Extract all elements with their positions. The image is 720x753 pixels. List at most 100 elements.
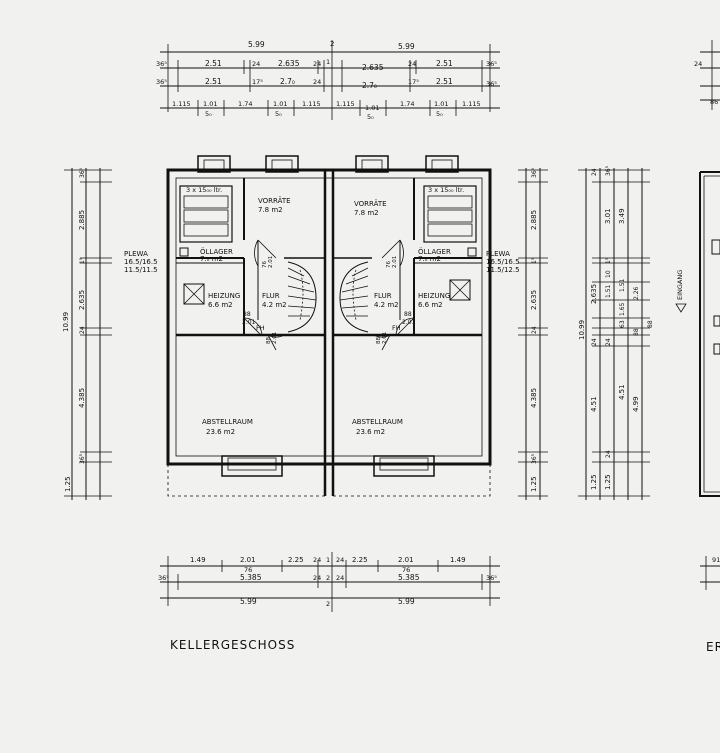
dim-top-row4-r4: 1.01 [434,100,448,108]
dim-top-row1-right: 5.99 [398,42,415,51]
dim-top-row3-l1: 2.51 [205,77,222,86]
dim-bot-row1-l1: 2.01 [240,556,256,564]
left-vorraete-name: VORRÄTE [258,196,291,205]
left-door-b-height: 2.01 [242,319,256,326]
dim-left-seg-5: 4.385 [78,388,86,408]
dim-top-row4-r0: 1.115 [336,100,355,108]
dim-far-c2-2: 1⁵ [605,257,612,264]
dim-far-c3-4: 4.99 [632,396,640,412]
dim-left-seg-0: 36⁵ [79,167,86,178]
dim-far-c2-5: 1.65 [619,302,626,316]
left-oellager-area: 7.₀ m2 [200,255,223,263]
right-tank-label: 3 x 15₀₀ ltr. [428,186,464,194]
dim-bot-row3-0: 5.99 [240,597,257,606]
dim-top-row4-r5: 5₀ [436,110,443,118]
dim-top-row3-l3: 2.7₀ [280,77,295,86]
dim-far-c1-6: 1.25 [590,474,598,490]
dim-left-seg-2: 1⁵ [79,257,86,264]
left-flur-name: FLUR [262,292,280,300]
dim-far-c1-0: 24 [591,168,598,176]
dim-right-seg-3: 2.635 [530,290,538,310]
dim-far-c1-3: 2.635 [590,284,598,304]
dim-far-c2-4: 1.51 [605,284,612,298]
dim-far-c2-0: 36⁵ [605,165,612,176]
dim-bot-row3-1: 2 [326,600,330,608]
left-flur-area: 4.2 m2 [262,301,287,309]
dim-far-total: 10.99 [578,320,586,340]
dim-right-seg-7: 1.25 [530,476,538,492]
dim-left-seg-6: 36⁵ [79,453,86,464]
dim-top-row2-l2: 24 [252,60,260,68]
dim-top-row3-r0: 2.7₀ [362,81,377,90]
right-heizung-area: 6.6 m2 [418,301,443,309]
right-oellager-area: 7.₀ m2 [418,255,441,263]
dim-bot-row1-r0: 24 [336,556,344,564]
right-flur-name: FLUR [374,292,392,300]
dim-bot-row2-5: 5.385 [398,573,420,582]
plewa-left-line2: 11.5/11.5 [124,266,158,274]
right-door-a-height: 2.01 [392,256,398,268]
dim-bot-row2-4: 24 [336,574,344,582]
dim-top-row2-r3: 36⁵ [486,60,497,68]
dim-far-c1-5: 4.51 [590,396,598,412]
dim-top-row3-r1: 17⁵ [408,78,419,86]
dim-bot-row2-2: 24 [313,574,321,582]
dim-top-row4-r1: 1.01 [365,104,379,112]
dim-top-row3-l4: 24 [313,78,321,86]
dim-top-row2-r2: 2.51 [436,59,453,68]
dim-top-row2-l4: 24 [313,60,321,68]
right-flur-area: 4.2 m2 [374,301,399,309]
dim-right-seg-0: 36⁵ [531,167,538,178]
dim-left-seg-7: 1.25 [64,476,72,492]
dim-bot-row1-l5: 1 [326,556,330,564]
dim-top-row4-r3: 1.74 [400,100,414,108]
dim-top-row3-r2: 2.51 [436,77,453,86]
right-door-c-width: 88 [376,337,382,344]
dim-top-row4-l1: 1.01 [203,100,217,108]
dim-far-c2-6: 63 [619,320,626,328]
dim-far-c2-9: 4.51 [618,384,626,400]
dim-top-row2-r1: 24 [408,60,416,68]
dim-far-c3-2: 1.51 [619,278,626,292]
left-door-b-width: 88 [243,311,251,318]
right-door-b-height: 2.01 [402,319,416,326]
right-door-b-width: 88 [404,311,412,318]
dim-far-c3-1: 2.26 [633,286,640,300]
left-door-c-height: 2.01 [272,332,278,344]
left-heizung-name: HEIZUNG [208,292,240,300]
dim-far-c2-10: 24 [605,450,612,458]
dim-top-row2-l5: 1 [326,58,330,66]
dim-far-c2-8: 24 [605,338,612,346]
floor-plan: 3 x 15₀₀ ltr. VORRÄTE 7.8 m2 ÖLLAGER 7.₀… [166,155,492,497]
right-abstell-area: 23.6 m2 [356,428,385,436]
dim-top-row1-left: 5.99 [248,40,265,49]
dim-right-seg-5: 4.385 [530,388,538,408]
dim-bot-row1-r3: 76 [402,566,410,574]
dim-top-row4-l3: 1.74 [238,100,252,108]
plewa-left-line1: 16.5/16.5 [124,258,158,266]
left-abstell-name: ABSTELLRAUM [202,418,253,426]
dim-top-row3-l0: 36⁵ [156,78,167,86]
dim-top-row2-l1: 2.51 [205,59,222,68]
dim-bot-far-right: 91 [712,556,720,564]
dim-bot-row1-l0: 1.49 [190,556,206,564]
left-door-a-height: 2.01 [268,256,274,268]
right-oellager-name: ÖLLAGER [418,247,451,256]
dim-far-c2-1: 3.01 [604,208,612,224]
dim-bot-row1-l4: 24 [313,556,321,564]
dim-far-c2-7: 88 [633,328,640,336]
right-door-a-width: 76 [386,261,392,268]
dim-top-far-right-0: 24 [694,60,702,68]
dim-far-c3-0: 3.49 [618,208,626,224]
left-fh-label: FH [256,324,265,332]
dim-top-far-right-1: 86 [710,98,718,106]
right-door-c-height: 2.01 [382,332,388,344]
dim-bot-row2-3: 2 [326,574,330,582]
right-heizung-name: HEIZUNG [418,292,450,300]
dim-far-c2-11: 1.25 [604,474,612,490]
dim-top-row3-l2: 17⁵ [252,78,263,86]
right-fh-label: FH [392,324,401,332]
dim-bot-row2-6: 36⁵ [486,574,497,582]
dim-left-seg-4: 24 [79,326,86,334]
dim-left-total: 10.99 [62,312,70,332]
